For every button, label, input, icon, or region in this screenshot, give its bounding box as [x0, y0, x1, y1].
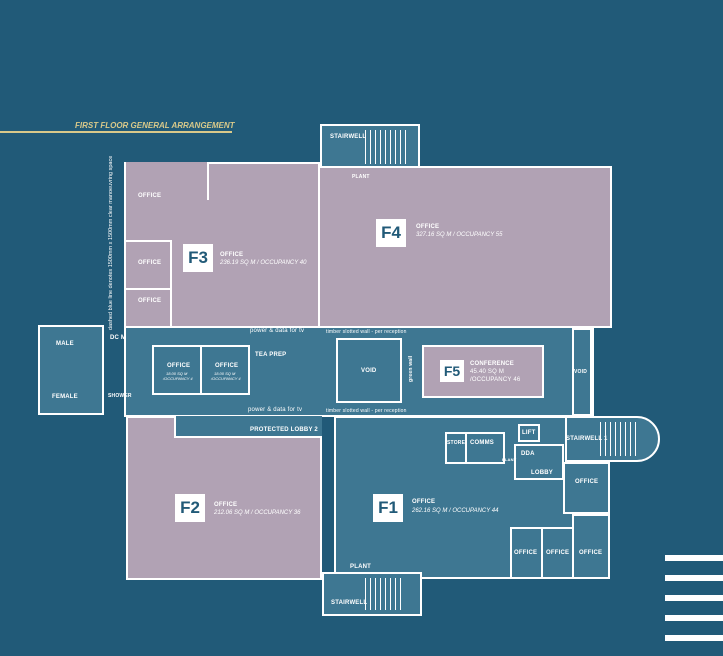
decorative-stripe [665, 575, 723, 581]
store-room [445, 432, 467, 464]
power-tv-note: power & data for tv [248, 407, 303, 413]
f5-tag: F5 [440, 360, 464, 382]
f1-type: OFFICE [412, 499, 436, 505]
office-label: OFFICE [138, 193, 162, 199]
green-wall-label: green wall [408, 355, 414, 382]
comms-label: COMMS [470, 440, 494, 446]
plant-label: PLANT [502, 457, 517, 462]
f1-tag: F1 [373, 494, 403, 522]
stairs-icon [365, 578, 405, 610]
timber-wall-note: timber slotted wall - per reception [326, 329, 407, 335]
void-label: VOID [361, 368, 377, 374]
office-label: OFFICE [215, 363, 239, 369]
lift[interactable] [518, 424, 540, 442]
decorative-stripe [665, 635, 723, 641]
male-label: MALE [56, 341, 74, 347]
office-f1a [563, 462, 610, 514]
f2-detail: 212.06 SQ M / OCCUPANCY 36 [214, 510, 301, 516]
f4-detail: 327.16 SQ M / OCCUPANCY 55 [416, 232, 503, 238]
comms-room [465, 432, 505, 464]
office-label: OFFICE [138, 298, 162, 304]
void-atrium [336, 338, 402, 403]
office-detail: 18.00 SQ M [166, 371, 188, 376]
unit-f4[interactable] [318, 166, 612, 328]
protected-lobby-label: PROTECTED LOBBY 2 [250, 427, 318, 433]
f3-tag: F3 [183, 244, 213, 272]
shower-label: SHOWER [108, 393, 132, 399]
unit-f2[interactable] [126, 416, 322, 580]
decorative-stripe [665, 595, 723, 601]
lift-label: LIFT [522, 430, 536, 436]
office-label: OFFICE [167, 363, 191, 369]
void-right [572, 328, 592, 416]
f3-detail: 236.19 SQ M / OCCUPANCY 40 [220, 260, 307, 266]
office-label: OFFICE [579, 550, 603, 556]
f3-type: OFFICE [220, 252, 244, 258]
plan-title: FIRST FLOOR GENERAL ARRANGEMENT [75, 121, 235, 130]
dcm-label: DC M [110, 335, 127, 341]
office-label: OFFICE [138, 260, 162, 266]
office-f3c [124, 288, 172, 328]
f5-detail2: /OCCUPANCY 46 [470, 377, 521, 383]
decorative-stripe [665, 615, 723, 621]
inner-office-2[interactable] [200, 345, 250, 395]
f5-type: CONFERENCE [470, 361, 515, 367]
plant-top-label: PLANT [352, 174, 370, 180]
f2-tag: F2 [175, 494, 205, 522]
inner-office-1[interactable] [152, 345, 202, 395]
tea-prep-label: TEA PREP [255, 352, 287, 358]
plant-bottom-label: PLANT [350, 564, 371, 570]
office-label: OFFICE [546, 550, 570, 556]
power-tv-note: power & data for tv [250, 328, 305, 334]
stairs-icon [365, 130, 410, 164]
f2-type: OFFICE [214, 502, 238, 508]
office-detail: /OCCUPANCY 4 [211, 376, 241, 381]
f5-detail1: 45.40 SQ M [470, 369, 505, 375]
manoeuvring-note: dashed blue line denotes 1500mm x 1500mm… [108, 155, 114, 330]
store-label: STORE [447, 440, 466, 446]
office-label: OFFICE [514, 550, 538, 556]
stairs-icon [600, 422, 640, 456]
toilets-block [38, 325, 104, 415]
stairwell-bottom-label: STAIRWELL [331, 600, 368, 606]
title-underline [0, 131, 232, 133]
office-detail: /OCCUPANCY 4 [163, 376, 193, 381]
lobby-label: LOBBY [531, 470, 553, 476]
female-label: FEMALE [52, 394, 78, 400]
stairwell-1-label: STAIRWELL 1 [566, 436, 608, 442]
stairwell-top-label: STAIRWELL [330, 134, 367, 140]
decorative-stripe [665, 555, 723, 561]
office-detail: 18.00 SQ M [214, 371, 236, 376]
office-f1d [572, 514, 610, 579]
f4-type: OFFICE [416, 224, 440, 230]
office-label: OFFICE [575, 479, 599, 485]
timber-wall-note: timber slotted wall - per reception [326, 408, 407, 414]
protected-lobby [174, 416, 322, 438]
f4-tag: F4 [376, 219, 406, 247]
void-label: VOID [574, 369, 588, 375]
dda-label: DDA [521, 451, 535, 457]
f1-detail: 262.16 SQ M / OCCUPANCY 44 [412, 508, 499, 514]
